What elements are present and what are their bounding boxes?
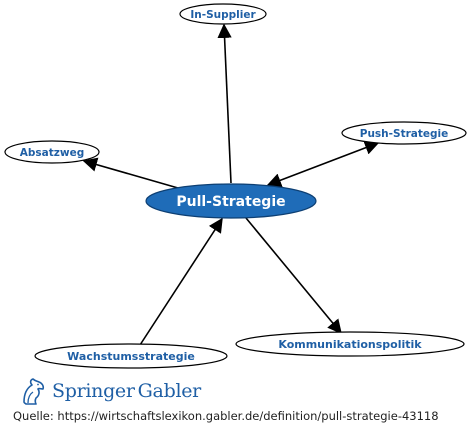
node-push-strategie: Push-Strategie xyxy=(341,121,467,145)
springer-horse-icon xyxy=(23,378,45,405)
node-in-supplier-label: In-Supplier xyxy=(190,9,256,21)
node-absatzweg-label: Absatzweg xyxy=(20,147,84,159)
node-in-supplier: In-Supplier xyxy=(179,3,267,25)
node-absatzweg: Absatzweg xyxy=(4,140,100,164)
node-pull-strategie: Pull-Strategie xyxy=(145,183,317,219)
source-citation: Quelle: https://wirtschaftslexikon.gable… xyxy=(13,409,439,423)
node-push-strategie-label: Push-Strategie xyxy=(360,128,448,140)
edge-center-push-strategie xyxy=(266,140,380,188)
edge-wachstumsstrategie-to-center xyxy=(139,217,223,346)
edge-center-to-kommunikationspolitik xyxy=(245,217,342,335)
center-node-label: Pull-Strategie xyxy=(176,194,285,210)
edge-center-to-absatzweg xyxy=(82,157,179,189)
brand-secondary: Gabler xyxy=(137,380,202,402)
node-kommunikationspolitik-label: Kommunikationspolitik xyxy=(278,338,422,351)
edge-center-to-in-supplier xyxy=(217,23,232,184)
node-kommunikationspolitik: Kommunikationspolitik xyxy=(235,331,465,357)
concept-diagram: In-Supplier Push-Strategie Absatzweg Pul… xyxy=(4,3,467,369)
node-wachstumsstrategie: Wachstumsstrategie xyxy=(34,343,228,369)
node-wachstumsstrategie-label: Wachstumsstrategie xyxy=(67,350,195,363)
brand-primary: Springer xyxy=(52,380,135,402)
